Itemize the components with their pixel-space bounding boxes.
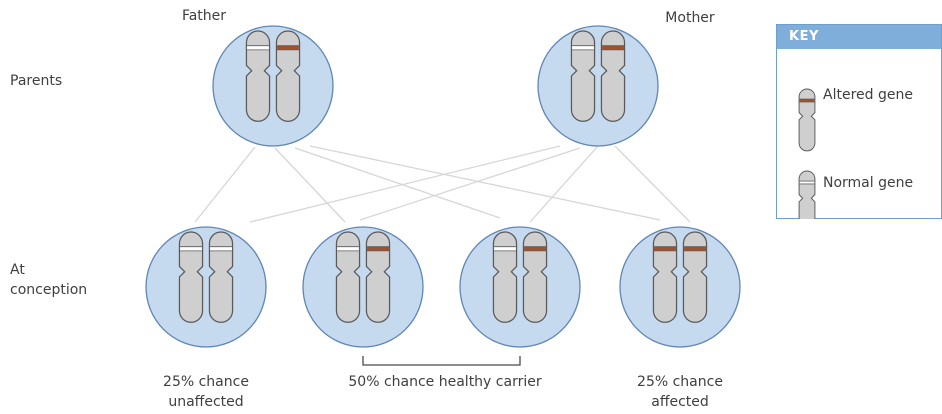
chromosome-normal xyxy=(570,30,596,122)
chromosome-normal xyxy=(492,231,518,323)
carrier-bracket xyxy=(362,356,521,366)
carrier-bracket-line xyxy=(362,356,521,366)
conception-label: conception xyxy=(10,282,88,298)
inheritance-line xyxy=(614,145,691,223)
child-4-genotype xyxy=(619,226,741,348)
chromosome-normal xyxy=(335,231,361,323)
altered-gene-band xyxy=(277,45,299,50)
normal-gene-band xyxy=(247,45,269,50)
normal-gene-band xyxy=(799,181,815,184)
unaffected-chance-line1: 25% chance xyxy=(163,374,249,390)
altered-gene-band xyxy=(684,246,706,251)
genotype-circle xyxy=(619,226,741,348)
chromosome-normal xyxy=(208,231,234,323)
altered-gene-band xyxy=(524,246,546,251)
child-1-genotype xyxy=(145,226,267,348)
key-title: KEY xyxy=(789,29,819,44)
inheritance-line xyxy=(194,146,256,223)
inheritance-line xyxy=(309,145,661,221)
unaffected-chance-line2: unaffected xyxy=(168,394,244,410)
affected-chance-line1: 25% chance xyxy=(637,374,723,390)
inheritance-line xyxy=(274,147,346,223)
inheritance-line xyxy=(294,147,501,219)
father-genotype xyxy=(212,25,334,147)
normal-gene-band xyxy=(210,246,232,251)
key-legend: KEY Altered gene Normal gene xyxy=(776,24,942,219)
carrier-chance-label: 50% chance healthy carrier xyxy=(348,374,542,390)
chromosome-altered xyxy=(600,30,626,122)
key-symbols xyxy=(798,88,816,219)
inheritance-line xyxy=(359,147,581,221)
normal-gene-band xyxy=(572,45,594,50)
altered-gene-chromosome-icon xyxy=(798,88,816,152)
altered-gene-band xyxy=(799,99,815,102)
inheritance-lines xyxy=(194,145,691,223)
at-label: At xyxy=(10,262,25,278)
key-altered-chromosome xyxy=(798,88,816,152)
genotype-circle xyxy=(302,226,424,348)
normal-gene-chromosome-icon xyxy=(798,170,816,219)
chromosome-altered xyxy=(275,30,301,122)
key-altered-label: Altered gene xyxy=(823,87,913,103)
chromosome-altered xyxy=(522,231,548,323)
key-normal-label: Normal gene xyxy=(823,175,914,191)
mother-genotype xyxy=(537,25,659,147)
genotype-circles xyxy=(145,25,741,348)
genotype-circle xyxy=(459,226,581,348)
father-label: Father xyxy=(181,8,227,24)
altered-gene-band xyxy=(367,246,389,251)
genotype-circle xyxy=(537,25,659,147)
affected-chance-line2: affected xyxy=(651,394,709,410)
normal-gene-band xyxy=(494,246,516,251)
altered-gene-band xyxy=(602,45,624,50)
mother-label: Mother xyxy=(665,10,715,26)
child-2-genotype xyxy=(302,226,424,348)
key-header: KEY xyxy=(777,25,941,49)
chromosome-altered xyxy=(365,231,391,323)
normal-gene-band xyxy=(337,246,359,251)
child-3-genotype xyxy=(459,226,581,348)
genotype-circle xyxy=(145,226,267,348)
inheritance-line xyxy=(249,145,561,223)
chromosome-altered xyxy=(652,231,678,323)
normal-gene-band xyxy=(180,246,202,251)
chromosome-normal xyxy=(178,231,204,323)
inheritance-line xyxy=(529,145,599,223)
genotype-circle xyxy=(212,25,334,147)
chromosome-altered xyxy=(682,231,708,323)
altered-gene-band xyxy=(654,246,676,251)
key-normal-chromosome xyxy=(798,170,816,219)
parents-label: Parents xyxy=(10,73,63,89)
chromosome-normal xyxy=(245,30,271,122)
